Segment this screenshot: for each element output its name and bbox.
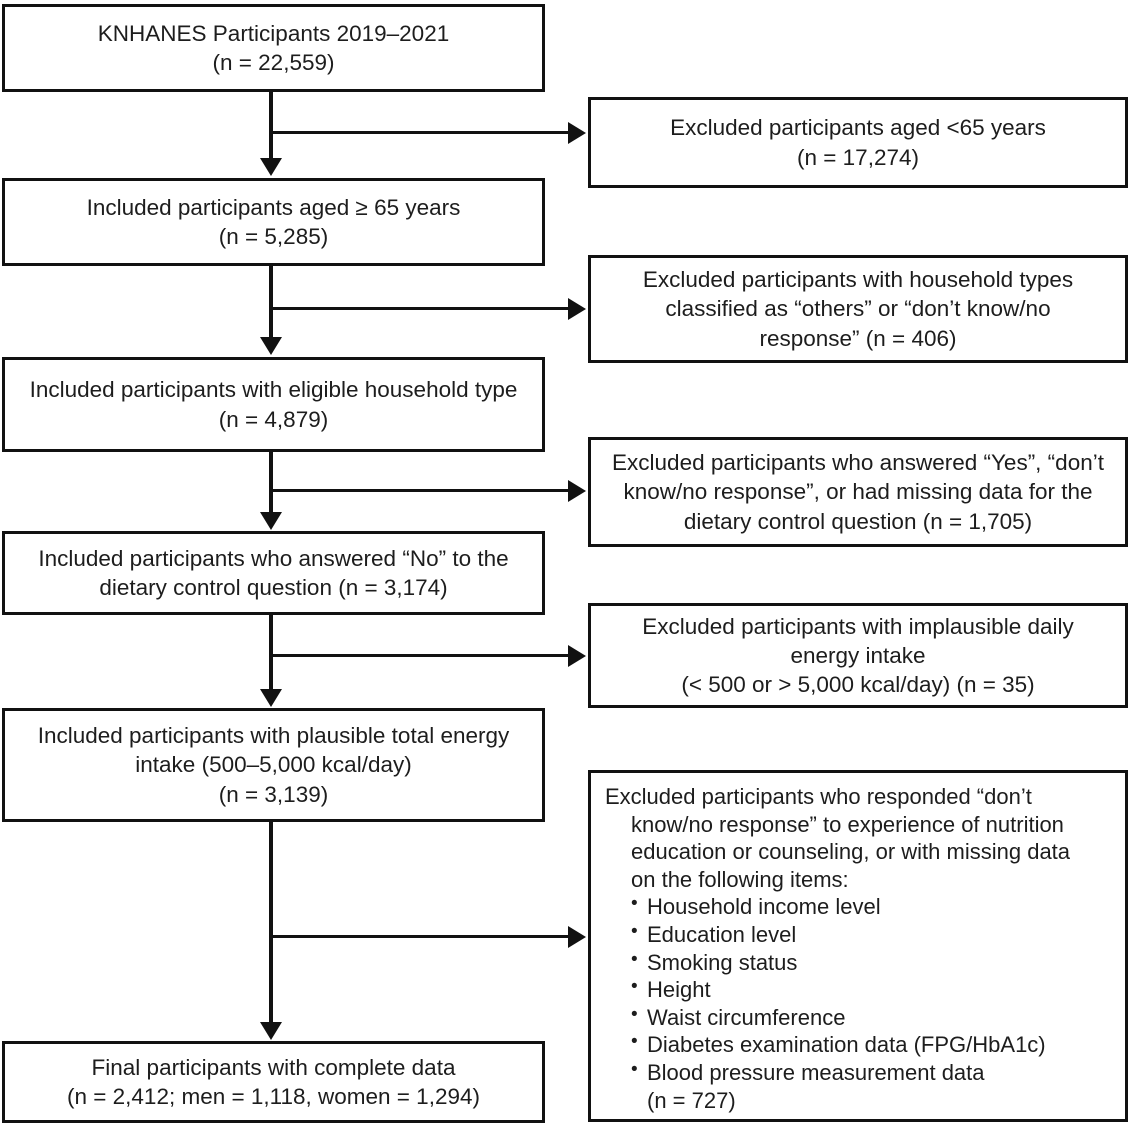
arrowhead-exc-missing [568, 926, 586, 948]
node-included-aged-65-line2: (n = 5,285) [218, 224, 329, 249]
connector-age65-to-household [269, 266, 273, 339]
branch-line-exc-diet [271, 489, 568, 492]
node-included-plausible-energy-line2: intake (500–5,000 kcal/day) [135, 752, 412, 778]
connector-dietary-to-energy [269, 615, 273, 691]
connector-total-to-age65 [269, 92, 273, 160]
node-excluded-household-types-line2: classified as “others” or “don’t know/no [665, 296, 1051, 322]
node-total-participants-line2: (n = 22,559) [212, 50, 335, 75]
node-excluded-dietary-control-line1: Excluded participants who answered “Yes”… [612, 450, 1104, 476]
node-included-aged-65-line1: Included participants aged ≥ 65 years [86, 194, 461, 220]
list-item: Waist circumference [631, 1003, 1046, 1032]
branch-line-exc-house [271, 307, 568, 310]
node-excluded-aged-under-65-line2: (n = 17,274) [797, 144, 919, 170]
node-included-plausible-energy: Included participants with plausible tot… [2, 708, 545, 822]
node-excluded-missing-data: Excluded participants who responded “don… [588, 770, 1128, 1122]
connector-household-to-dietary [269, 452, 273, 514]
node-included-dietary-no-line1: Included participants who answered “No” … [38, 545, 509, 571]
branch-line-exc-missing [271, 935, 568, 938]
arrowhead-exc-age [568, 122, 586, 144]
branch-line-exc-age [271, 131, 568, 134]
list-item: Household income level [631, 892, 1046, 921]
node-total-participants-line1: KNHANES Participants 2019–2021 [97, 20, 450, 46]
node-included-dietary-no-line2: dietary control question (n = 3,174) [99, 575, 448, 600]
excluded-missing-intro-line2: know/no response” to experience of nutri… [631, 811, 1064, 837]
node-excluded-aged-under-65-line1: Excluded participants aged <65 years [670, 115, 1046, 141]
node-excluded-household-types-line3: response” (n = 406) [759, 325, 957, 351]
node-excluded-implausible-energy-line2: energy intake [790, 642, 926, 668]
excluded-missing-count: (n = 727) [647, 1087, 736, 1113]
excluded-missing-intro-line4: on the following items: [631, 866, 849, 892]
node-excluded-dietary-control-line3: dietary control question (n = 1,705) [683, 508, 1033, 534]
node-total-participants: KNHANES Participants 2019–2021 (n = 22,5… [2, 4, 545, 92]
node-excluded-dietary-control-line2: know/no response”, or had missing data f… [623, 479, 1093, 505]
branch-line-exc-energy [271, 654, 568, 657]
node-excluded-aged-under-65: Excluded participants aged <65 years (n … [588, 97, 1128, 188]
node-excluded-implausible-energy-line1: Excluded participants with implausible d… [642, 613, 1074, 639]
arrowhead-exc-energy [568, 645, 586, 667]
arrowhead-dietary-to-energy [260, 689, 282, 707]
node-included-aged-65: Included participants aged ≥ 65 years (n… [2, 178, 545, 266]
node-excluded-household-types-line1: Excluded participants with household typ… [642, 267, 1074, 293]
arrowhead-household-to-dietary [260, 512, 282, 530]
node-included-plausible-energy-line1: Included participants with plausible tot… [37, 723, 510, 749]
connector-energy-to-final [269, 822, 273, 1024]
node-excluded-dietary-control: Excluded participants who answered “Yes”… [588, 437, 1128, 547]
list-item: Diabetes examination data (FPG/HbA1c) [631, 1030, 1046, 1059]
arrowhead-total-to-age65 [260, 158, 282, 176]
node-included-dietary-no: Included participants who answered “No” … [2, 531, 545, 615]
arrowhead-exc-diet [568, 480, 586, 502]
node-included-household-type-line1: Included participants with eligible hous… [29, 377, 518, 403]
node-included-plausible-energy-line3: (n = 3,139) [218, 781, 329, 807]
node-excluded-household-types: Excluded participants with household typ… [588, 255, 1128, 363]
excluded-missing-intro-line1: Excluded participants who responded “don… [605, 784, 1032, 809]
arrowhead-age65-to-household [260, 337, 282, 355]
node-excluded-implausible-energy: Excluded participants with implausible d… [588, 603, 1128, 708]
node-included-household-type-line2: (n = 4,879) [218, 406, 329, 432]
node-included-household-type: Included participants with eligible hous… [2, 357, 545, 452]
excluded-missing-intro: Excluded participants who responded “don… [605, 783, 1070, 893]
list-item: Blood pressure measurement data [631, 1058, 1046, 1087]
node-final-participants-line1: Final participants with complete data [91, 1054, 456, 1080]
node-final-participants-line2: (n = 2,412; men = 1,118, women = 1,294) [67, 1084, 480, 1109]
list-item: Education level [631, 920, 1046, 949]
node-excluded-implausible-energy-line3: (< 500 or > 5,000 kcal/day) (n = 35) [681, 672, 1035, 698]
excluded-missing-item-list: Household income level Education level S… [605, 892, 1046, 1087]
list-item: Smoking status [631, 948, 1046, 977]
node-final-participants: Final participants with complete data (n… [2, 1041, 545, 1123]
arrowhead-energy-to-final [260, 1022, 282, 1040]
list-item: Height [631, 975, 1046, 1004]
arrowhead-exc-house [568, 298, 586, 320]
excluded-missing-intro-line3: education or counseling, or with missing… [631, 839, 1071, 865]
